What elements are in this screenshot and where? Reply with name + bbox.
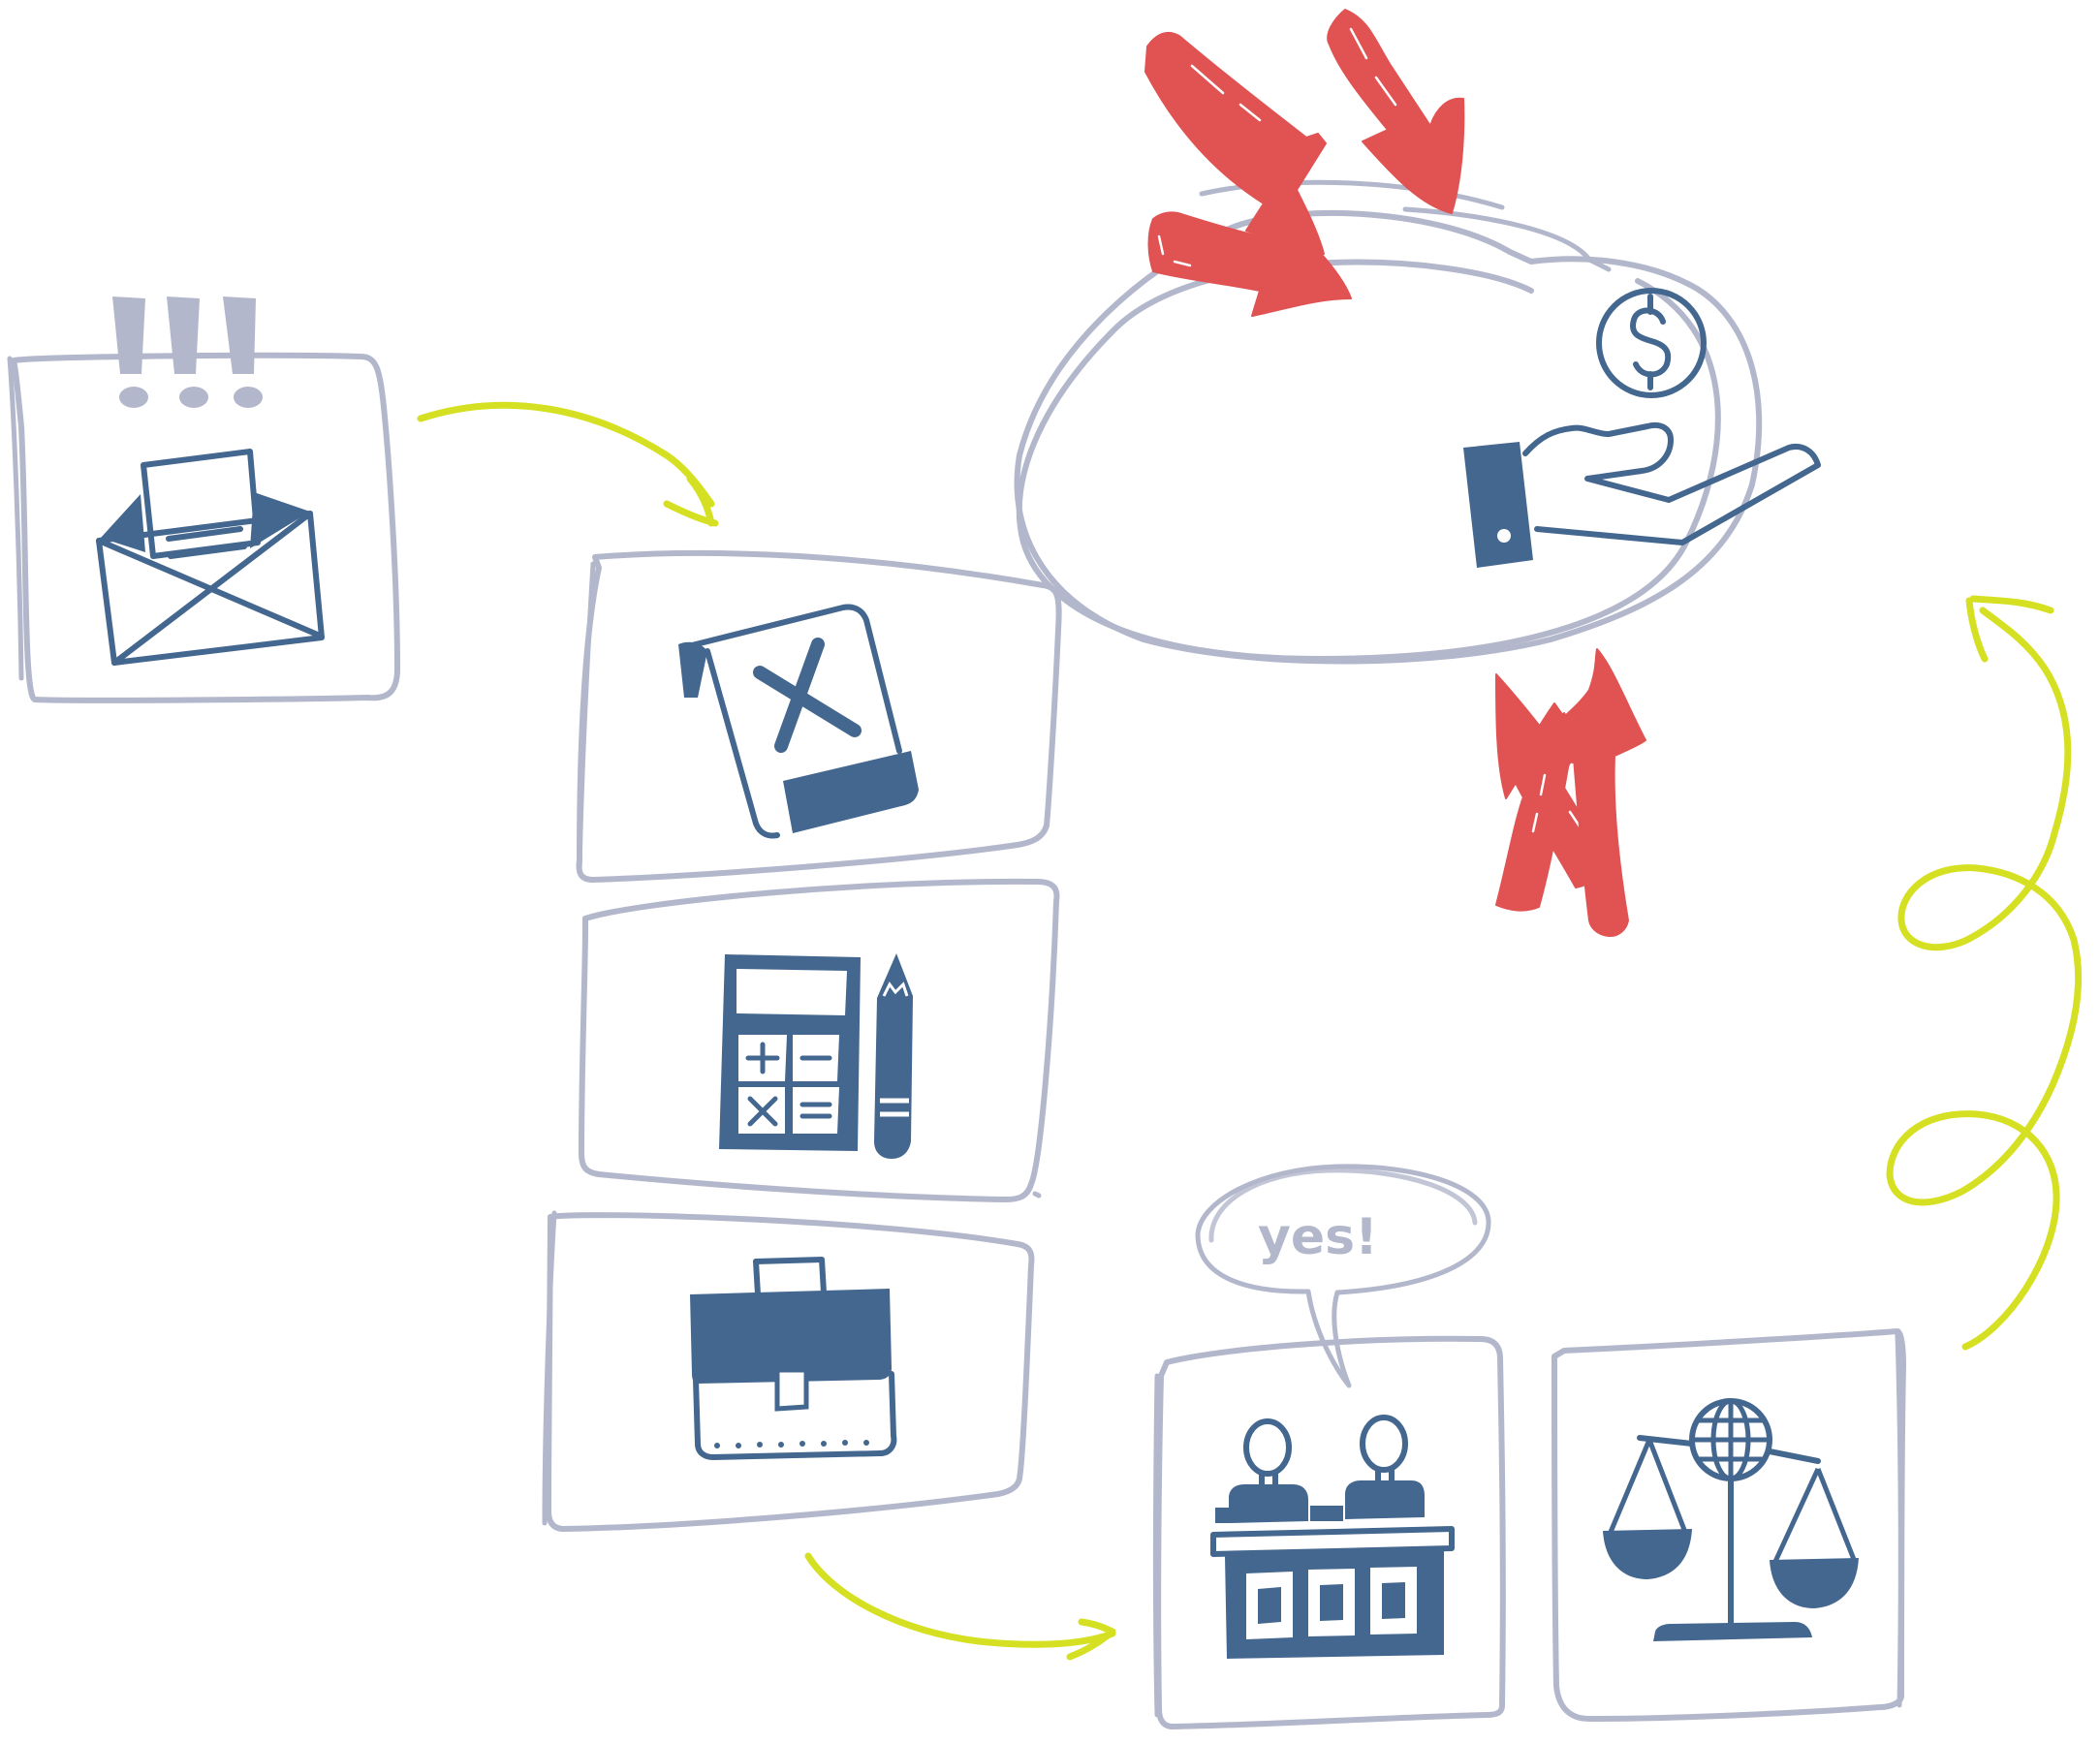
connector-arrow [804,1552,1116,1661]
calculator-icon [719,954,861,1151]
panel-notice [7,296,400,703]
connector-arrow [417,401,719,527]
panel-tax-form [576,549,1062,883]
alert-icon [112,296,263,408]
global-justice-scales-icon [1603,1398,1859,1641]
panel-business [542,1210,1035,1532]
revenue-circle [1014,179,1821,665]
connectors [417,401,2083,1661]
pencil-icon [874,953,913,1159]
panel-approval [1153,1335,1506,1729]
panel-law [1551,1328,1906,1722]
arrow-icon [1144,31,1327,255]
speech-bubble: yes! [1195,1164,1491,1388]
inflow-arrows [1144,9,1646,937]
arrow-icon [1327,9,1465,214]
approval-committee-icon [1210,1415,1455,1659]
briefcase-icon [690,1257,897,1460]
tax-document-icon [678,604,919,839]
bubble-text: yes! [1258,1208,1378,1266]
arrow-icon [1495,702,1590,912]
arrow-icon [1147,211,1352,317]
mail-icon [96,449,325,666]
connector-arrow [1886,595,2083,1351]
panel-calculation [579,878,1060,1202]
money-hand-icon [1463,288,1821,568]
